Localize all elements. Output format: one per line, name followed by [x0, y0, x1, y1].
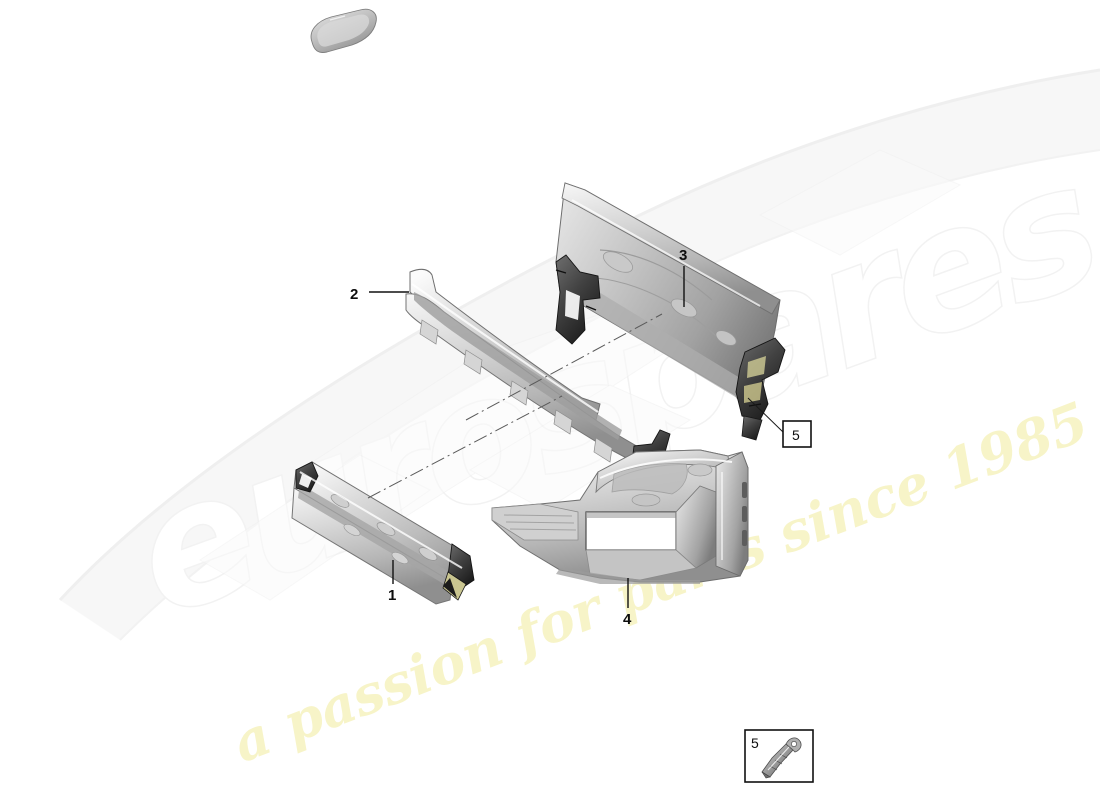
boxed-callout-5-upper[interactable]: 5 [747, 397, 812, 448]
part-4-right-flange [715, 451, 749, 577]
part-2-mounting-tabs [419, 319, 613, 463]
detail-box-5-label: 5 [751, 735, 759, 751]
callout-3[interactable]: 3 [679, 247, 687, 307]
part-1-right-end-plate [442, 543, 475, 601]
assembly-line-lower [367, 395, 563, 499]
callout-4-label: 4 [623, 611, 632, 628]
part-3-left-bracket [555, 254, 601, 345]
callout-2-label: 2 [350, 286, 358, 303]
assembly-line-upper [465, 313, 663, 421]
boxed-callout-5-label: 5 [792, 427, 800, 443]
part-4-louvre-fins [491, 503, 579, 541]
callout-layer: 1 2 3 4 5 [350, 247, 812, 628]
callout-2[interactable]: 2 [350, 286, 409, 303]
part-3-right-bracket [735, 337, 786, 421]
cover-cap-part [310, 8, 377, 53]
callout-1[interactable]: 1 [388, 560, 396, 604]
expanding-rivet-clip-icon [761, 737, 802, 779]
detail-box-5[interactable]: 5 [744, 729, 814, 783]
part-1-front-cross-member-reinforcement [291, 461, 475, 605]
part-2-cowl-panel-water-deflector [405, 268, 671, 469]
callout-1-label: 1 [388, 587, 396, 604]
callout-4[interactable]: 4 [623, 578, 632, 628]
part-3-bulkhead-cross-panel [555, 182, 786, 441]
part-1-slots [330, 494, 438, 564]
callout-3-label: 3 [679, 247, 687, 264]
assembly-alignment-lines [367, 313, 663, 499]
part-4-wheel-housing-side-panel [491, 449, 749, 584]
